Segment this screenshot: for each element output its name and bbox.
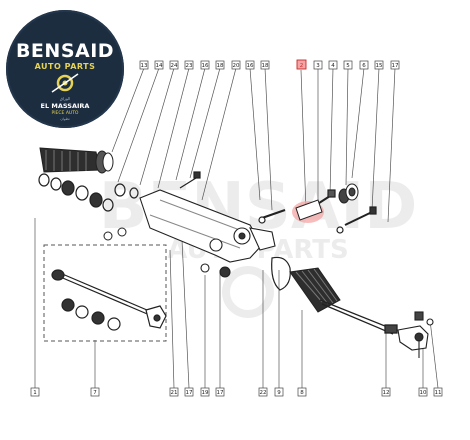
callout-bottom-9-label: 8 — [300, 390, 304, 396]
gear-wrench-icon — [51, 73, 79, 93]
tie-rod-kit-box — [43, 244, 167, 342]
logo-tagline-1: الوراق — [59, 96, 71, 101]
leader-lines-bottom — [34, 218, 439, 389]
callout-top-8: 16 — [245, 60, 255, 70]
callout-top-15: 15 — [374, 60, 384, 70]
callout-top-8-label: 16 — [247, 63, 254, 69]
callout-top-16-label: 17 — [392, 63, 399, 69]
callout-bottom-5: 19 — [200, 387, 210, 397]
right-inner-tie-rod — [319, 299, 398, 335]
callout-top-4-label: 23 — [186, 63, 193, 69]
highlighted-part — [292, 199, 324, 223]
callout-top-10-highlighted: 2 — [296, 59, 307, 70]
callout-bottom-4: 17 — [184, 387, 194, 397]
callout-top-6-label: 18 — [217, 63, 224, 69]
callout-top-1: 13 — [139, 60, 149, 70]
callout-bottom-12-label: 11 — [435, 390, 442, 396]
callout-top-2-label: 14 — [156, 63, 163, 69]
right-fittings — [338, 183, 359, 204]
callout-top-5-label: 16 — [202, 63, 209, 69]
callout-top-13-label: 5 — [346, 63, 350, 69]
callout-top-12-label: 4 — [331, 63, 335, 69]
callout-bottom-1-label: 1 — [33, 390, 37, 396]
callout-top-7-label: 20 — [233, 63, 240, 69]
left-steering-boot — [39, 147, 114, 174]
callout-top-10-label: 2 — [300, 63, 304, 69]
logo-name: BENSAID — [15, 40, 115, 62]
callout-top-13: 5 — [343, 60, 353, 70]
callout-bottom-8: 9 — [274, 387, 284, 397]
callout-bottom-8-label: 9 — [277, 390, 281, 396]
callout-bottom-4-label: 17 — [186, 390, 193, 396]
left-rings-row — [38, 173, 139, 212]
callout-bottom-2-label: 7 — [93, 390, 97, 396]
callout-bottom-10-label: 12 — [383, 390, 390, 396]
callout-top-7: 20 — [231, 60, 241, 70]
seal-ring — [271, 256, 291, 291]
bolts — [179, 171, 377, 234]
callout-bottom-6: 17 — [215, 387, 225, 397]
logo-tagline-2: EL MASSAIRA — [40, 102, 90, 110]
small-washers — [103, 227, 127, 241]
callout-top-5: 16 — [200, 60, 210, 70]
callout-top-3: 24 — [169, 60, 179, 70]
callout-top-11: 3 — [313, 60, 323, 70]
callout-bottom-12: 11 — [433, 387, 443, 397]
callout-top-16: 17 — [390, 60, 400, 70]
callout-bottom-5-label: 19 — [202, 390, 209, 396]
callouts-top: 13 14 24 23 16 18 — [139, 59, 400, 70]
callout-top-14: 6 — [359, 60, 369, 70]
callout-bottom-3: 21 — [169, 387, 179, 397]
callout-bottom-10: 12 — [381, 387, 391, 397]
callout-bottom-7-label: 22 — [260, 390, 267, 396]
callout-top-3-label: 24 — [171, 63, 178, 69]
callout-top-14-label: 6 — [362, 63, 366, 69]
callout-bottom-3-label: 21 — [171, 390, 178, 396]
logo-subtitle: AUTO PARTS — [34, 62, 96, 71]
logo-tagline-4: تطوان — [60, 117, 70, 121]
logo-tagline-3: PIECE AUTO — [51, 111, 79, 116]
callout-bottom-2: 7 — [90, 387, 100, 397]
right-steering-boot — [289, 267, 341, 313]
callout-top-11-label: 3 — [316, 63, 320, 69]
callout-top-9-label: 18 — [262, 63, 269, 69]
callout-top-9: 18 — [260, 60, 270, 70]
callout-bottom-11-label: 10 — [420, 390, 427, 396]
callouts-bottom: 1 7 21 17 19 17 — [30, 387, 443, 397]
callout-bottom-9: 8 — [297, 387, 307, 397]
callout-top-2: 14 — [154, 60, 164, 70]
leader-lines-top — [111, 67, 396, 223]
callout-bottom-11: 10 — [418, 387, 428, 397]
callout-top-12: 4 — [328, 60, 338, 70]
callout-bottom-7: 22 — [258, 387, 268, 397]
callout-top-1-label: 13 — [141, 63, 148, 69]
callout-top-6: 18 — [215, 60, 225, 70]
rack-housing — [139, 189, 276, 278]
callout-top-4: 23 — [184, 60, 194, 70]
watermark-gear-icon — [222, 266, 274, 318]
brand-logo: BENSAID AUTO PARTS الوراق EL MASSAIRA PI… — [6, 10, 124, 128]
callout-bottom-6-label: 17 — [217, 390, 224, 396]
callout-bottom-1: 1 — [30, 387, 40, 397]
right-tie-rod-end — [397, 311, 434, 358]
callout-top-15-label: 15 — [376, 63, 383, 69]
